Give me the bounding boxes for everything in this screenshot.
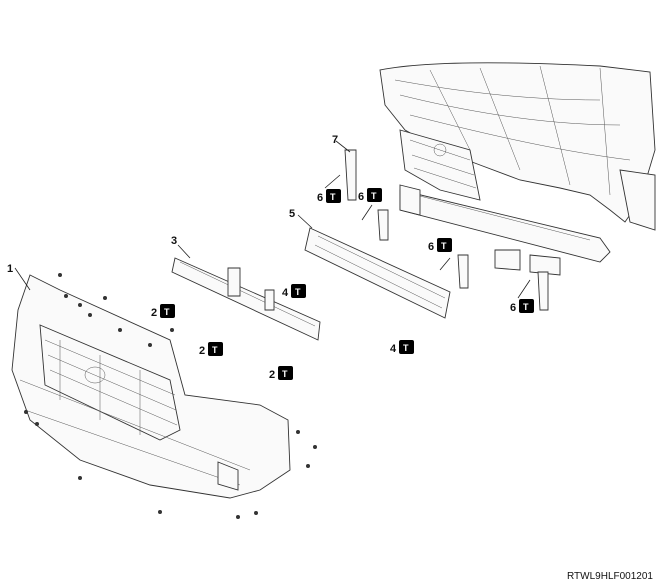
callout-3: 3	[171, 235, 177, 247]
callout-6a: 6	[317, 192, 323, 204]
bracket-right	[439, 254, 469, 289]
callout-2c: 2	[269, 369, 275, 381]
svg-text:T: T	[212, 345, 218, 355]
torque-icon: T	[160, 304, 175, 318]
bumper-bracket-part-3	[171, 244, 321, 341]
svg-text:T: T	[523, 302, 529, 312]
torque-icon: T	[519, 299, 534, 313]
callout-2a: 2	[151, 307, 157, 319]
svg-text:T: T	[282, 369, 288, 379]
callout-6b: 6	[358, 191, 364, 203]
svg-text:T: T	[330, 192, 336, 202]
fasteners	[24, 273, 317, 519]
torque-icon: T	[399, 340, 414, 354]
svg-text:T: T	[403, 343, 409, 353]
torque-icon: T	[437, 238, 452, 252]
callout-1: 1	[7, 263, 13, 275]
callout-2b: 2	[199, 345, 205, 357]
frame-cross-member	[399, 184, 611, 276]
front-bumper-part-1	[11, 267, 291, 499]
svg-text:T: T	[371, 191, 377, 201]
svg-text:T: T	[295, 287, 301, 297]
callout-5: 5	[289, 208, 295, 220]
torque-icon: T	[291, 284, 306, 298]
svg-text:T: T	[164, 307, 170, 317]
torque-icon: T	[367, 188, 382, 202]
torque-icon: T	[208, 342, 223, 356]
vehicle-front-body	[379, 62, 656, 231]
callout-4a: 4	[282, 287, 289, 299]
bracket-lower-right	[517, 271, 549, 311]
bracket-center	[361, 204, 389, 241]
callout-6c: 6	[428, 241, 434, 253]
torque-icon: T	[278, 366, 293, 380]
callout-4b: 4	[390, 343, 397, 355]
figure-code: RTWL9HLF001201	[567, 571, 653, 582]
svg-text:T: T	[441, 241, 447, 251]
bumper-reinforcement-part-5	[297, 214, 451, 319]
torque-icon: T	[326, 189, 341, 203]
callout-6d: 6	[510, 302, 516, 314]
bracket-part-7	[324, 140, 357, 201]
callout-7: 7	[332, 134, 338, 146]
